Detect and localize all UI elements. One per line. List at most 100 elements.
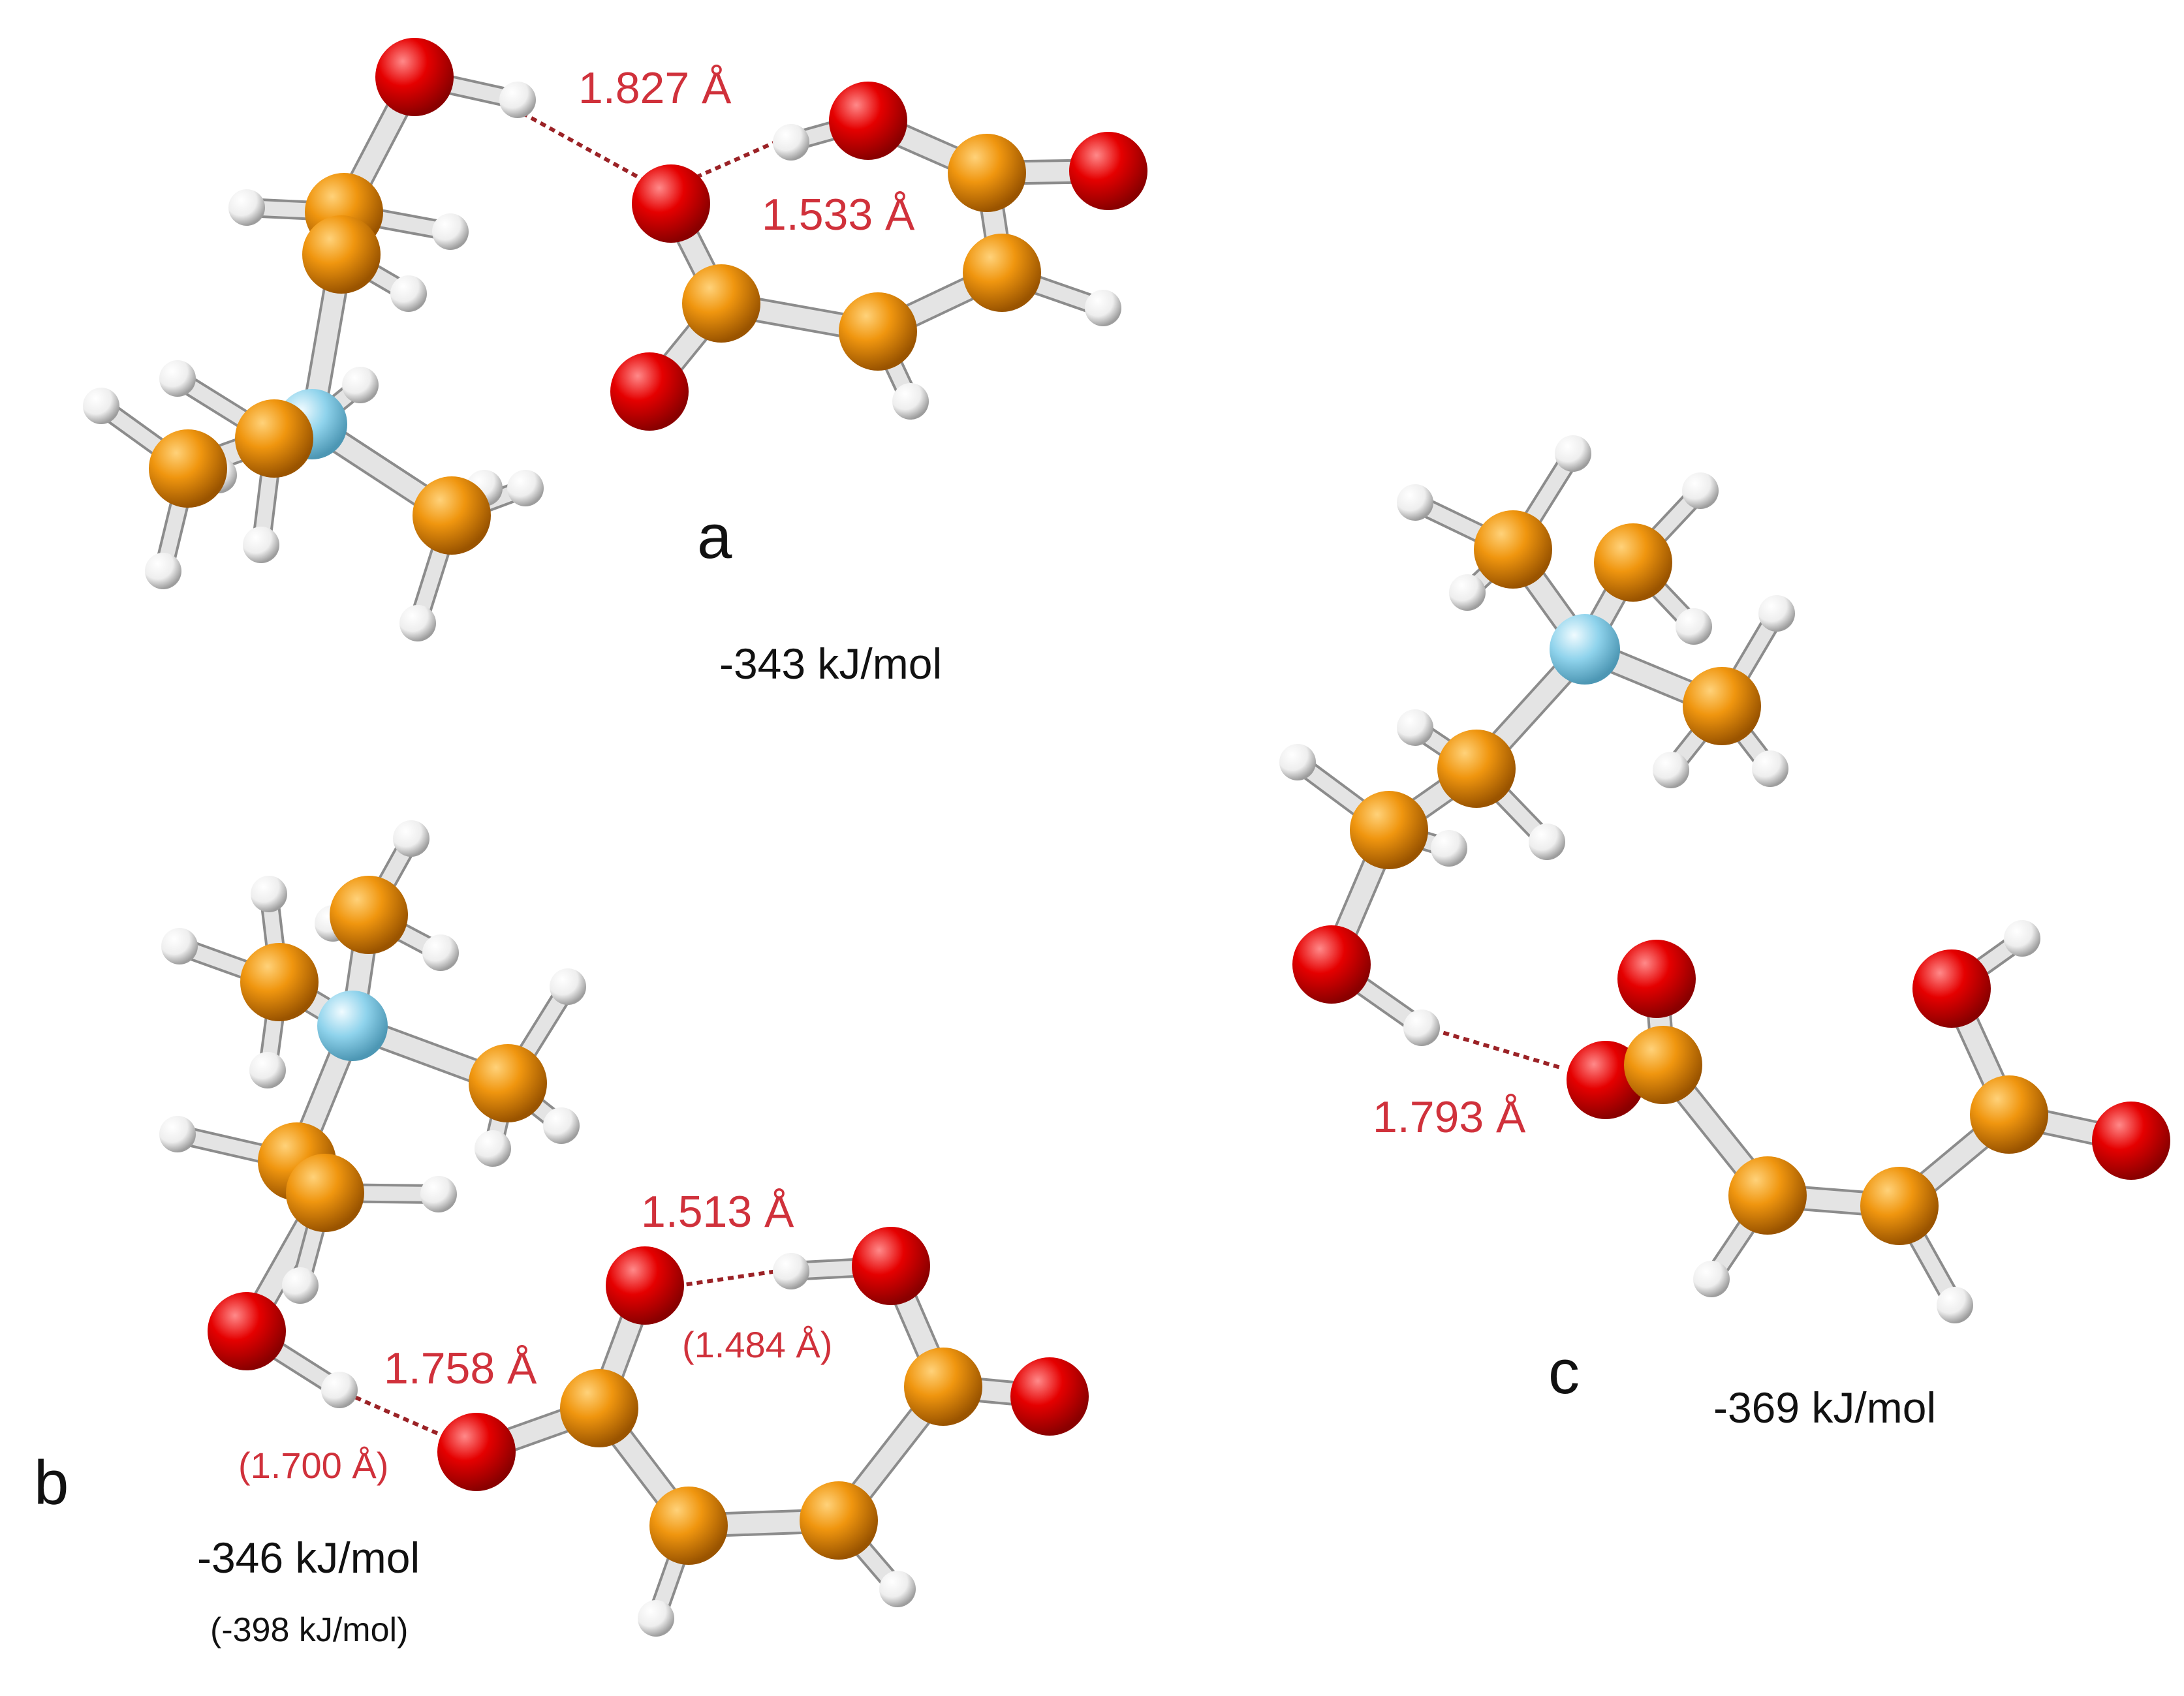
nitrogen-atom [1550,614,1620,685]
hydrogen-atom [390,275,427,312]
hydrogen-atom [507,470,544,506]
carbon-atom [948,134,1026,212]
hbond-c-1 [1433,1028,1563,1070]
hydrogen-atom [432,213,469,250]
oxygen-atom [1069,132,1147,210]
hydrogen-atom [892,383,929,420]
hydrogen-atom [342,367,379,403]
panel-c: c -369 kJ/mol 1.793 Å [1373,1092,1936,1432]
hydrogen-atom [1397,709,1433,746]
carbon-atom [1970,1075,2048,1154]
hydrogen-atom [161,928,198,964]
oxygen-atom [1617,940,1696,1018]
panel-b-letter: b [34,1448,69,1518]
hbond-b-2 [345,1391,444,1438]
bonds-b-maleic [464,1254,1062,1628]
hydrogen-atom [1758,595,1795,632]
panel-c-energy: -369 kJ/mol [1713,1383,1936,1432]
carbon-atom [1474,510,1552,589]
carbon-atom [413,476,491,555]
hydrogen-atom [1431,830,1467,867]
carbon-atom [469,1044,547,1122]
carbon-atom [235,399,313,478]
hydrogen-atom [475,1130,511,1167]
atoms-a-maleic [610,82,1147,431]
carbon-atom [1437,730,1516,808]
oxygen-atom [1292,925,1371,1004]
carbon-atom [1860,1167,1939,1245]
oxygen-atom [437,1413,516,1491]
panel-a: a -343 kJ/mol 1.827 Å 1.533 Å [578,63,942,688]
atoms-c-choline [1279,435,1795,1046]
atoms-layer [83,38,2170,1637]
panel-c-distance-1: 1.793 Å [1373,1092,1526,1142]
hydrogen-atom [282,1267,319,1304]
oxygen-atom [1912,949,1991,1028]
oxygen-atom [829,82,907,160]
panel-b-energy: -346 kJ/mol [197,1534,420,1582]
carbon-atom [1594,523,1672,602]
oxygen-atom [632,164,710,243]
hydrogen-atom [1752,750,1788,787]
hydrogen-bonds-layer [345,111,1563,1438]
hbond-b-1 [665,1269,777,1289]
hydrogen-atom [321,1372,358,1408]
hydrogen-atom [422,934,459,971]
hydrogen-atom [1937,1287,1973,1323]
nitrogen-atom [317,991,388,1061]
panel-b-distance-2-alt: (1.700 Å) [238,1445,388,1486]
panel-a-energy: -343 kJ/mol [719,640,942,688]
hydrogen-atom [399,605,436,641]
hydrogen-atom [1682,472,1719,509]
hydrogen-atom [550,968,586,1005]
carbon-atom [1728,1156,1807,1235]
panel-b-distance-2: 1.758 Å [384,1344,537,1393]
hydrogen-atom [1085,290,1121,326]
panel-b-distance-1: 1.513 Å [641,1187,794,1237]
hydrogen-atom [638,1600,674,1637]
hydrogen-atom [243,527,279,563]
hbond-a-2 [685,139,779,183]
hydrogen-atom [145,553,181,589]
hydrogen-atom [2004,920,2040,957]
panel-b: b -346 kJ/mol (-398 kJ/mol) 1.513 Å (1.4… [34,1187,832,1649]
carbon-atom [1624,1026,1702,1104]
hydrogen-atom [499,82,536,118]
hydrogen-atom [1653,752,1689,788]
oxygen-atom [2092,1102,2170,1180]
hydrogen-atom [879,1571,916,1607]
panel-a-distance-2: 1.533 Å [762,190,915,239]
atoms-c-maleic [1567,920,2170,1323]
carbon-atom [302,215,381,294]
oxygen-atom [610,352,689,431]
hydrogen-atom [1403,1010,1440,1046]
panel-b-energy-alt: (-398 kJ/mol) [210,1611,408,1649]
oxygen-atom [375,38,454,116]
carbon-atom [800,1481,878,1560]
hydrogen-atom [773,1253,809,1289]
hydrogen-atom [1397,484,1433,521]
carbon-atom [682,264,760,343]
carbon-atom [963,234,1041,312]
panel-b-distance-1-alt: (1.484 Å) [682,1324,832,1365]
carbon-atom [240,943,319,1021]
oxygen-atom [852,1227,930,1305]
hydrogen-atom [159,1116,196,1152]
carbon-atom [149,429,227,508]
hydrogen-atom [251,876,287,912]
hydrogen-atom [1449,574,1486,611]
hbond-a-1 [521,111,657,189]
hydrogen-atom [159,360,196,397]
carbon-atom [1350,791,1428,869]
oxygen-atom [1010,1357,1089,1436]
hydrogen-atom [1676,608,1712,645]
oxygen-atom [606,1246,684,1325]
hydrogen-atom [393,820,429,857]
hydrogen-atom [420,1176,457,1212]
atoms-b-maleic [437,1227,1089,1637]
carbon-atom [1683,667,1761,745]
hydrogen-atom [249,1052,286,1088]
hydrogen-atom [228,189,265,226]
carbon-atom [904,1348,982,1426]
